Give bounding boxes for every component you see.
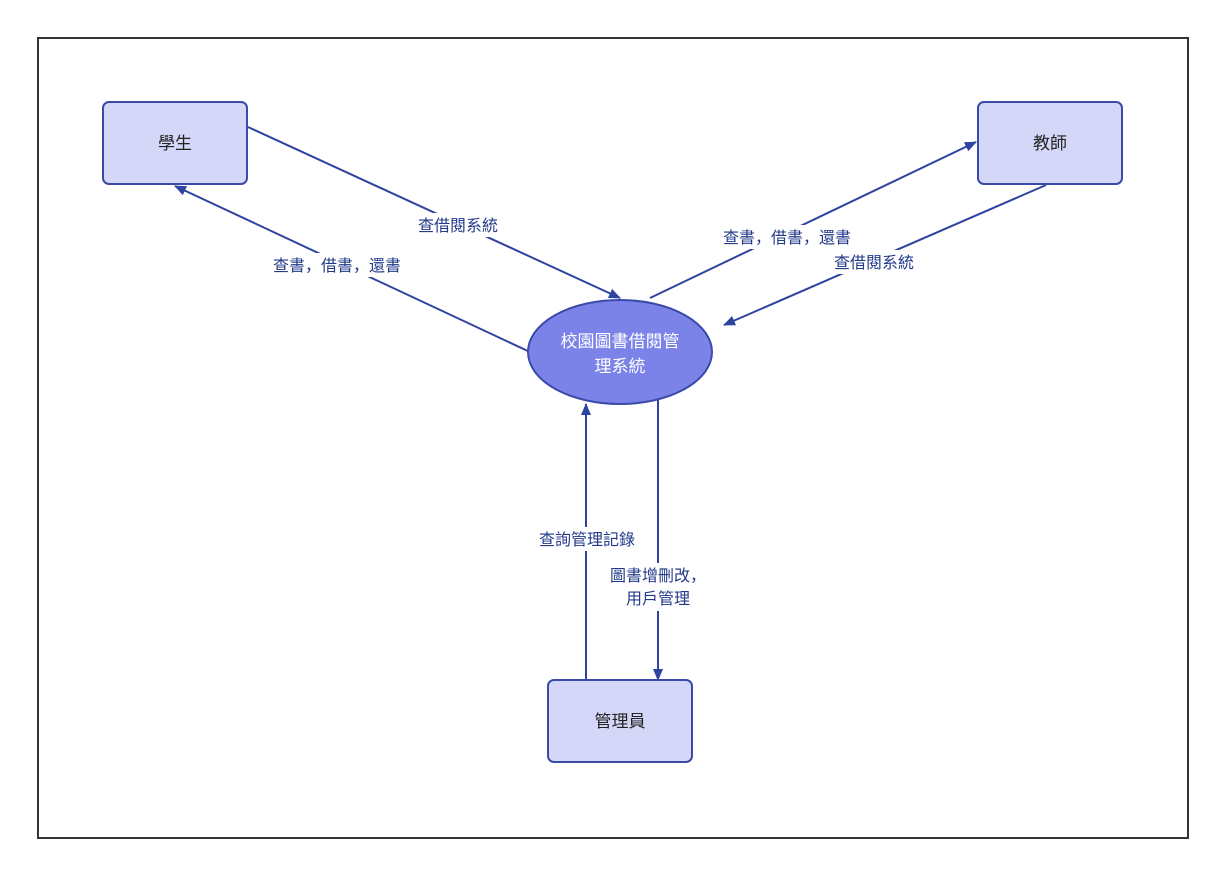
label-admin-to-system: 查詢管理記錄: [539, 530, 635, 549]
entity-teacher: 教師: [977, 101, 1123, 185]
entity-student: 學生: [102, 101, 248, 185]
label-student-to-system: 查借閱系統: [418, 216, 498, 235]
process-label-line1: 校園圖書借閱管: [561, 332, 680, 352]
label-system-to-admin-line2: 用戶管理: [626, 589, 690, 608]
process-label-line2: 理系統: [595, 357, 646, 377]
entity-teacher-label: 教師: [1033, 134, 1067, 154]
entity-admin: 管理員: [547, 679, 693, 763]
label-system-to-admin-line1: 圖書增刪改，: [610, 566, 706, 585]
entity-admin-label: 管理員: [595, 712, 646, 732]
label-system-to-student: 查書，借書，還書: [273, 256, 401, 275]
edge-system-to-teacher: [649, 141, 977, 299]
process-library-system: 校園圖書借閱管 理系統: [527, 299, 713, 405]
label-teacher-to-system: 查借閱系統: [834, 253, 914, 272]
edge-student-to-system: [247, 126, 621, 299]
edge-labels: 查借閱系統 查書，借書，還書 查書，借書，還書 查借閱系統 查詢管理記錄 圖書增…: [256, 213, 926, 611]
entity-student-label: 學生: [158, 134, 192, 154]
label-system-to-teacher: 查書，借書，還書: [723, 228, 851, 247]
